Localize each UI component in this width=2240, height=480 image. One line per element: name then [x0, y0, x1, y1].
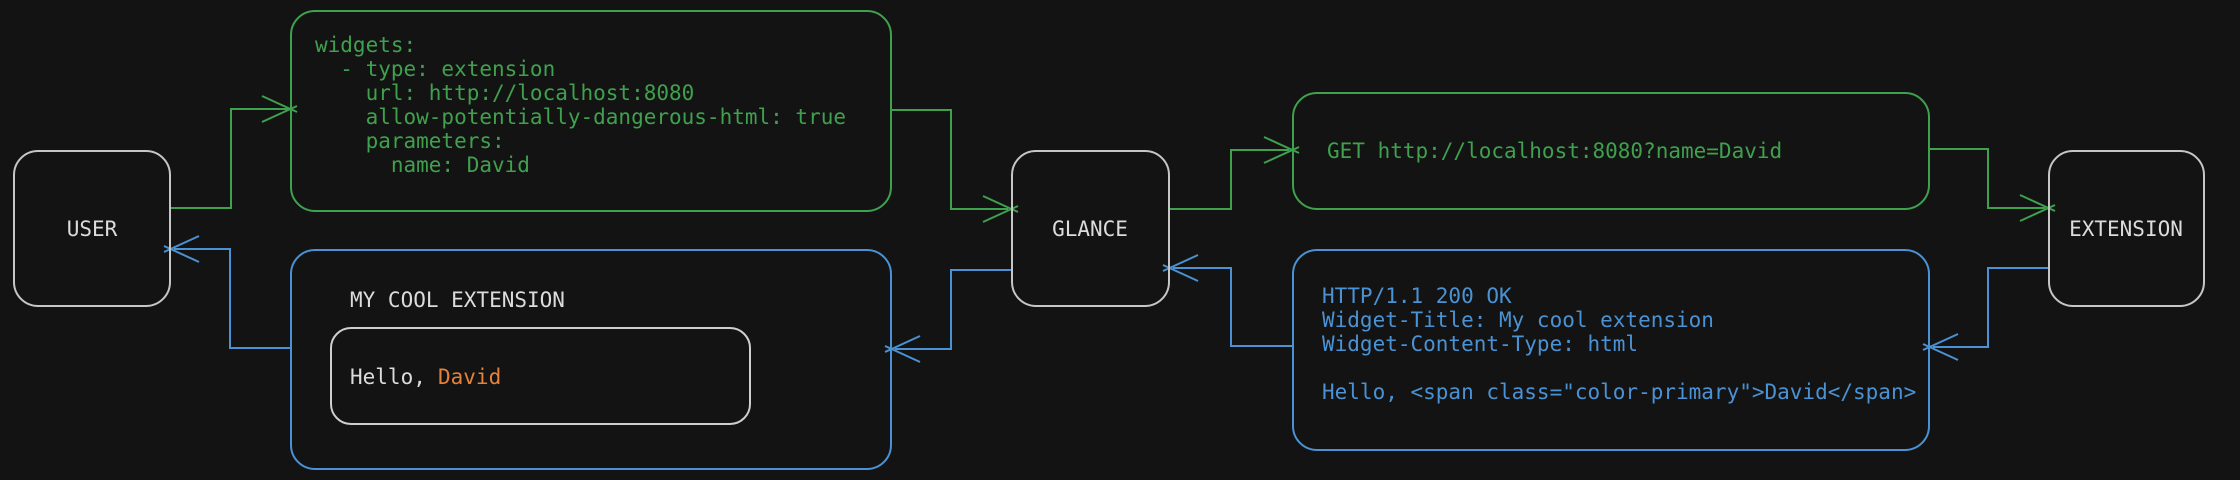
request-line: GET http://localhost:8080?name=David [1327, 139, 1782, 163]
connector-glance-to-request-line [1169, 149, 1289, 210]
config-line: widgets: [315, 33, 416, 57]
config-line: parameters: [315, 129, 505, 153]
config-block: widgets: - type: extension url: http://l… [290, 10, 892, 212]
connector-request-to-extension-line [1929, 148, 2045, 209]
glance-node-box [1011, 150, 1170, 307]
widget-preview-box [290, 249, 892, 470]
response-line: Widget-Title: My cool extension [1322, 308, 1714, 332]
user-node-box [13, 150, 171, 307]
user-node: USER [13, 150, 171, 307]
widget-preview-block: MY COOL EXTENSION Hello, David [290, 249, 892, 470]
config-line: name: David [315, 153, 530, 177]
connector-response-to-glance-line [1173, 267, 1293, 347]
user-node-label: USER [67, 217, 118, 241]
response-line: HTTP/1.1 200 OK [1322, 284, 1512, 308]
greeting-prefix: Hello, [350, 365, 426, 389]
extension-node: EXTENSION [2048, 150, 2205, 307]
config-line: - type: extension [315, 57, 555, 81]
connector-extension-to-response-line [1933, 267, 2049, 348]
connector-user-to-config-line [170, 108, 288, 209]
config-line: url: http://localhost:8080 [315, 81, 694, 105]
extension-node-box [2048, 150, 2205, 307]
response-line: Hello, <span class="color-primary">David… [1322, 380, 1916, 404]
glance-node: GLANCE [1011, 150, 1170, 307]
connector-config-to-glance-line [891, 109, 1008, 210]
config-block-box [290, 10, 892, 212]
response-block-box [1292, 249, 1930, 451]
connector-preview-to-user-line [174, 248, 291, 349]
hello-widget-box [330, 327, 751, 425]
response-block: HTTP/1.1 200 OK Widget-Title: My cool ex… [1292, 249, 1930, 451]
response-line: Widget-Content-Type: html [1322, 332, 1638, 356]
glance-node-label: GLANCE [1052, 217, 1128, 241]
widget-preview-title: MY COOL EXTENSION [350, 288, 565, 312]
connector-glance-to-preview-line [895, 269, 1012, 350]
greeting-name: David [438, 365, 501, 389]
config-line: allow-potentially-dangerous-html: true [315, 105, 846, 129]
request-block-box [1292, 92, 1930, 210]
extension-node-label: EXTENSION [2069, 217, 2183, 241]
request-block: GET http://localhost:8080?name=David [1292, 92, 1930, 210]
